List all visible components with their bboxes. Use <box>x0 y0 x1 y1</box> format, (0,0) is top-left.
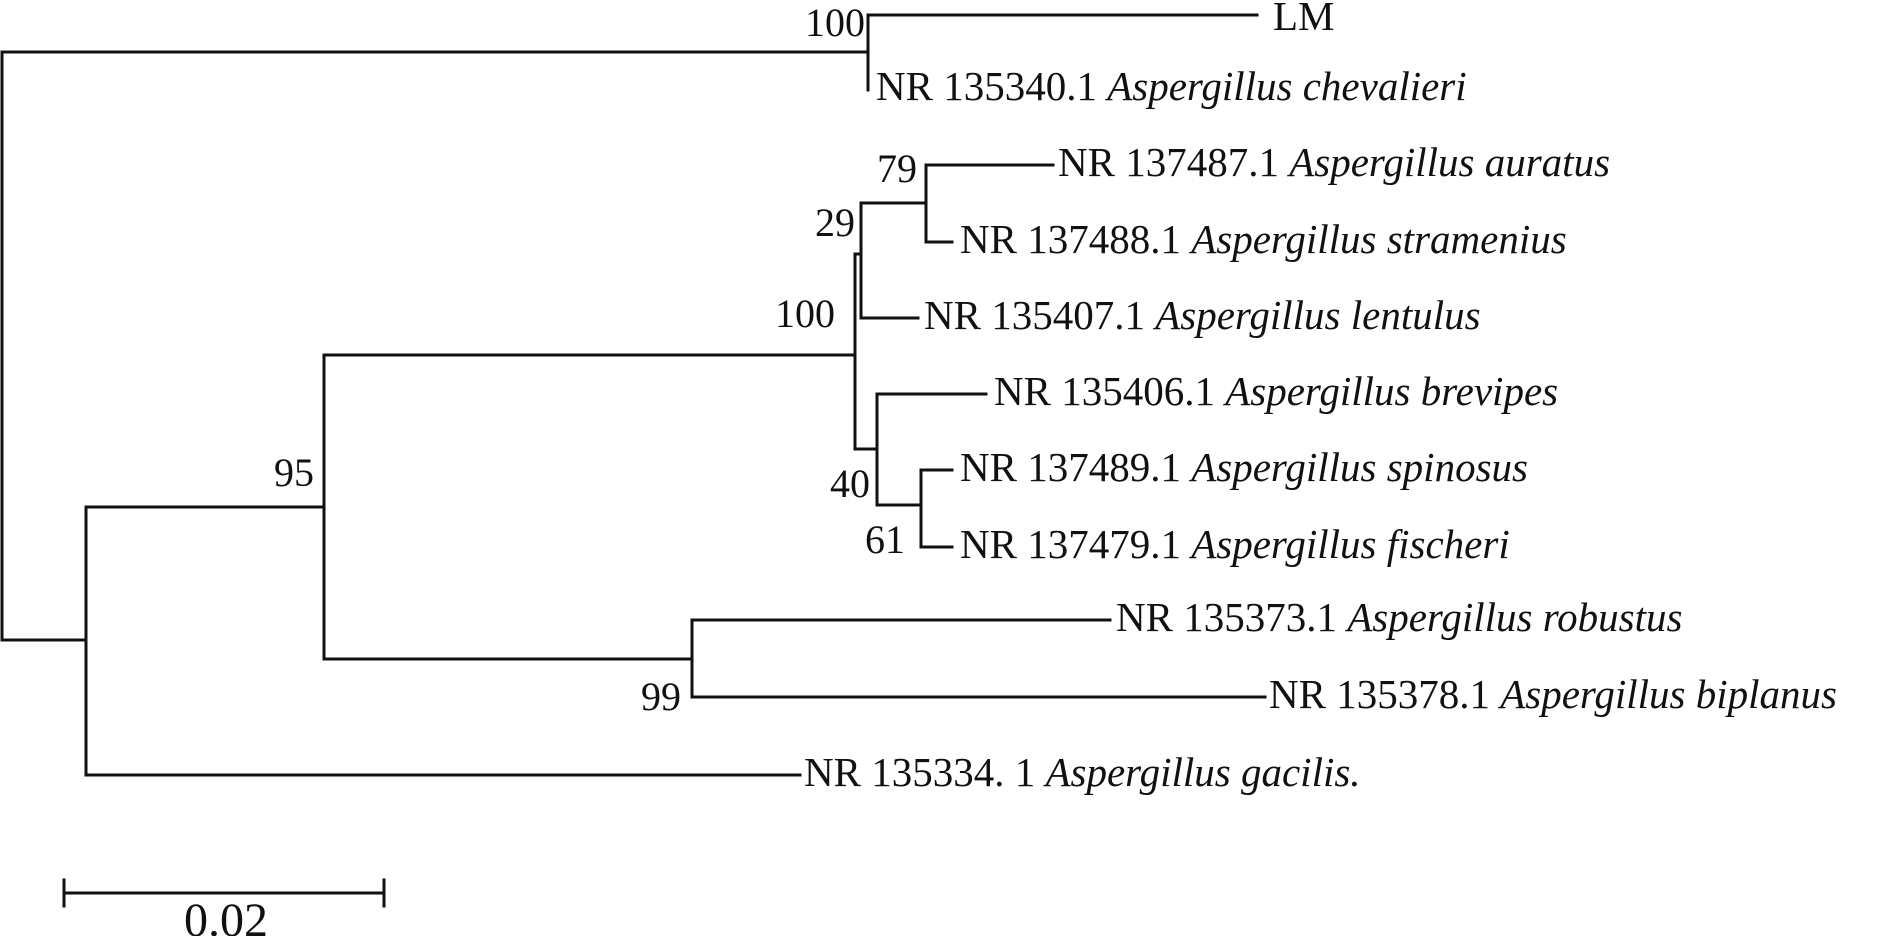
leaf-accession: NR 135373.1 <box>1116 594 1337 640</box>
leaf-accession: NR 135378.1 <box>1269 671 1490 717</box>
scale-bar: 0.02 <box>62 878 386 936</box>
bootstrap-value: 95 <box>274 450 314 495</box>
leaf-label-stramenius: NR 137488.1 Aspergillus stramenius <box>960 216 1567 262</box>
leaf-accession: NR 137487.1 <box>1058 139 1279 185</box>
leaf-label-biplanus: NR 135378.1 Aspergillus biplanus <box>1269 671 1837 717</box>
leaf-species: Aspergillus robustus <box>1344 594 1682 640</box>
leaf-accession: NR 135407.1 <box>924 292 1145 338</box>
bootstrap-value: 29 <box>815 200 855 245</box>
leaf-accession: NR 137489.1 <box>960 444 1181 490</box>
leaf-accession: LM <box>1273 0 1335 39</box>
leaf-label-fischeri: NR 137479.1 Aspergillus fischeri <box>960 521 1510 567</box>
leaf-accession: NR 137488.1 <box>960 216 1181 262</box>
leaf-species: Aspergillus spinosus <box>1188 444 1528 490</box>
bootstrap-value: 99 <box>641 674 681 719</box>
leaf-label-chevalieri: NR 135340.1 Aspergillus chevalieri <box>876 63 1467 109</box>
leaf-species: Aspergillus gacilis. <box>1042 749 1360 795</box>
leaf-label-robustus: NR 135373.1 Aspergillus robustus <box>1116 594 1682 640</box>
leaf-species: Aspergillus stramenius <box>1188 216 1566 262</box>
bootstrap-value: 100 <box>775 291 835 336</box>
leaf-species: Aspergillus biplanus <box>1497 671 1837 717</box>
leaf-label-lentulus: NR 135407.1 Aspergillus lentulus <box>924 292 1481 338</box>
leaf-species: Aspergillus fischeri <box>1188 521 1510 567</box>
leaf-species: Aspergillus auratus <box>1286 139 1610 185</box>
leaf-label-gacilis: NR 135334. 1 Aspergillus gacilis. <box>804 749 1361 795</box>
leaf-accession: NR 135406.1 <box>994 368 1215 414</box>
leaf-label-brevipes: NR 135406.1 Aspergillus brevipes <box>994 368 1558 414</box>
leaf-accession: NR 135340.1 <box>876 63 1097 109</box>
leaf-label-auratus: NR 137487.1 Aspergillus auratus <box>1058 139 1610 185</box>
bootstrap-value: 100 <box>805 0 865 45</box>
leaf-label-lm: LM <box>1273 0 1335 39</box>
scale-bar-label: 0.02 <box>184 894 268 936</box>
leaf-label-spinosus: NR 137489.1 Aspergillus spinosus <box>960 444 1528 490</box>
leaf-species: Aspergillus chevalieri <box>1104 63 1466 109</box>
bootstrap-value: 79 <box>877 146 917 191</box>
leaf-accession: NR 135334. 1 <box>804 749 1035 795</box>
leaf-species: Aspergillus brevipes <box>1222 368 1558 414</box>
leaf-accession: NR 137479.1 <box>960 521 1181 567</box>
bootstrap-value: 61 <box>865 517 905 562</box>
bootstrap-value: 40 <box>830 461 870 506</box>
leaf-species: Aspergillus lentulus <box>1152 292 1480 338</box>
